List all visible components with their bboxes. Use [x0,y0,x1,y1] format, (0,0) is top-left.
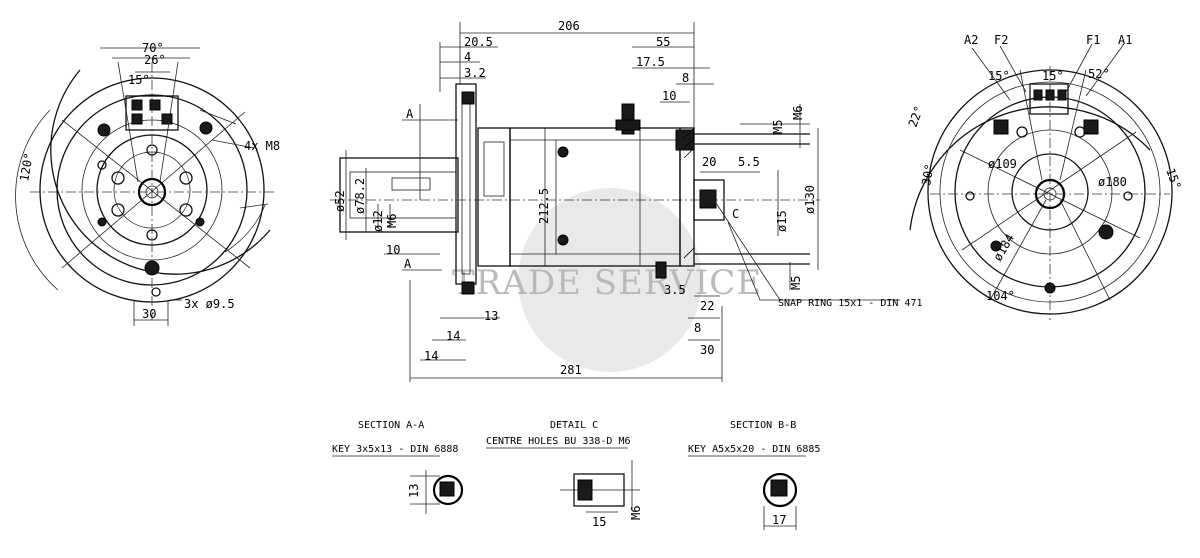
dim-13-detail: 13 [407,484,421,498]
dim-52deg: 52° [1088,67,1110,81]
dim-d12: ø12 [371,210,385,232]
snap-ring-note: SNAP RING 15x1 - DIN 471 [778,298,923,309]
section-a-a: SECTION A-A KEY 3x5x13 - DIN 6888 13 [332,420,464,514]
dim-8-bottom: 8 [694,321,701,335]
dim-15deg: 15° [128,73,150,87]
watermark: TRADE SERVICE [452,188,762,372]
dim-55: 55 [656,35,670,49]
dim-22: 22 [700,299,714,313]
dim-15deg-left: 15° [988,69,1010,83]
label-f2: F2 [994,33,1008,47]
dim-d52: ø52 [333,190,347,212]
label-a1: A1 [1118,33,1132,47]
dim-104deg: 104° [986,289,1015,303]
dim-m5-bottom: M5 [789,276,803,290]
dim-m6-detail: M6 [629,506,643,520]
detail-c-title: DETAIL C [550,420,598,431]
section-a-bottom: A [404,257,412,271]
dim-d180: ø180 [1098,175,1127,189]
dim-8: 8 [682,71,689,85]
dim-30deg: 30° [919,163,937,187]
label-a2: A2 [964,33,978,47]
dim-13: 13 [484,309,498,323]
dim-281: 281 [560,363,582,377]
dim-14-b: 14 [424,349,438,363]
dim-m6-top: M6 [791,106,805,120]
dim-5-5: 5.5 [738,155,760,169]
dim-3x-d9-5: 3x ø9.5 [184,297,235,311]
dim-3-5: 3.5 [664,283,686,297]
section-a-top: A [406,107,414,121]
dim-70deg: 70° [142,41,164,55]
watermark-text: TRADE SERVICE [452,263,762,303]
section-b-b-key: KEY A5x5x20 - DIN 6885 [688,444,820,455]
dim-d15: ø15 [775,210,789,232]
dim-14-a: 14 [446,329,460,343]
dim-4: 4 [464,50,471,64]
dim-4xm8: 4x M8 [244,139,280,153]
dim-206: 206 [558,19,580,33]
dim-212-5: 212.5 [537,188,551,224]
dim-3-2: 3.2 [464,66,486,80]
left-end-view: 70° 26° 15° 4x M8 120° 3x ø9.5 30 [15,41,280,326]
dim-m5-top: M5 [771,120,785,134]
right-end-view: A2 F2 F1 A1 15° 15° 52° 22° 30° ø109 ø18… [906,33,1184,320]
dim-m6-shaft: M6 [385,214,399,228]
dim-30-bottom: 30 [700,343,714,357]
dim-26deg: 26° [144,53,166,67]
dim-20: 20 [702,155,716,169]
section-a-a-key: KEY 3x5x13 - DIN 6888 [332,444,458,455]
detail-c-marker: C [732,207,739,221]
dim-120deg: 120° [17,152,36,183]
dim-10-shaft: 10 [386,243,400,257]
section-b-b: SECTION B-B KEY A5x5x20 - DIN 6885 17 [688,420,820,530]
side-view: 206 20.5 4 3.2 55 17.5 8 10 M5 M6 20 5.5… [330,19,923,382]
section-b-b-title: SECTION B-B [730,420,796,431]
dim-15deg-top: 15° [1042,69,1064,83]
dim-17-5: 17.5 [636,55,665,69]
dim-d130: ø130 [803,185,817,214]
dim-d109: ø109 [988,157,1017,171]
dim-15-detail: 15 [592,515,606,529]
dim-122deg: 22° [906,104,927,129]
label-f1: F1 [1086,33,1100,47]
dim-30: 30 [142,307,156,321]
detail-c-centre-holes: CENTRE HOLES BU 338-D M6 [486,436,631,447]
dim-d78-2: ø78.2 [353,178,367,214]
detail-c: DETAIL C CENTRE HOLES BU 338-D M6 M6 15 [486,420,643,529]
dim-10: 10 [662,89,676,103]
dim-20-5: 20.5 [464,35,493,49]
section-a-a-title: SECTION A-A [358,420,424,431]
dim-15deg-right: 15° [1163,166,1184,191]
dim-17-detail: 17 [772,513,786,527]
watermark-disc [518,188,702,372]
